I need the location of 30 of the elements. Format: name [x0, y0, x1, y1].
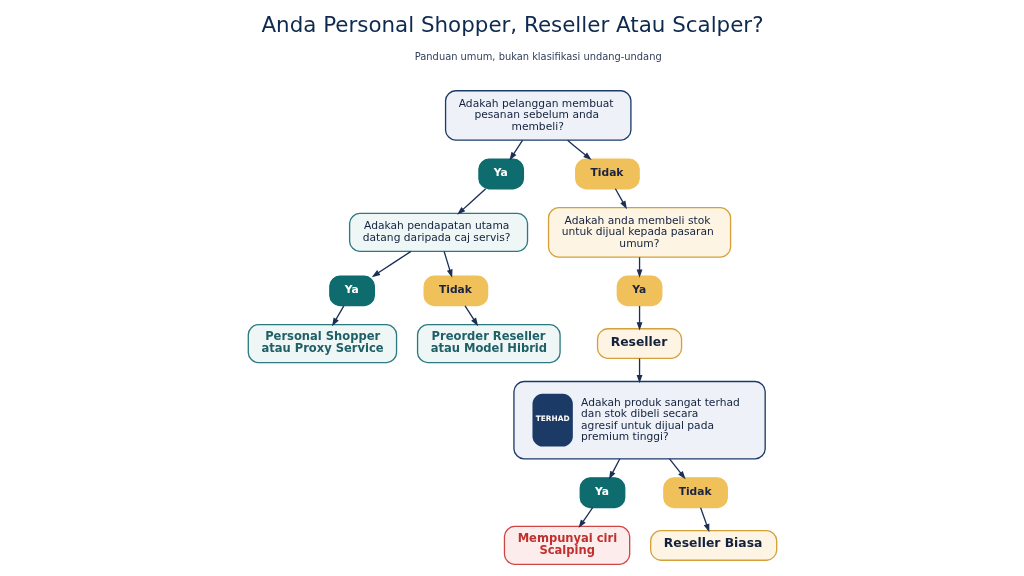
node-box: Adakah anda membeli stok untuk dijual kepada pasaran umum?	[547, 207, 731, 258]
label: Panduan umum, bukan klasifikasi undang-undang	[414, 50, 662, 62]
node-box: Reseller	[596, 328, 682, 360]
arrow	[608, 458, 620, 480]
arrow	[578, 507, 593, 529]
node-box: Tidak	[574, 158, 640, 190]
arrow	[668, 458, 686, 480]
node-box: Ya	[616, 275, 662, 307]
node-box: Tidak	[662, 477, 728, 509]
node-box: Ya	[328, 275, 375, 307]
node-box: Personal Shopper atau Proxy Service	[247, 324, 397, 364]
node-box: Mempunyai ciri Scalping	[503, 525, 630, 565]
arrow	[614, 188, 627, 210]
node-box: Reseller Biasa	[649, 529, 777, 561]
arrow	[508, 139, 523, 161]
arrow	[371, 250, 412, 278]
arrow	[331, 305, 344, 327]
arrow	[566, 139, 592, 161]
diagram-title: Anda Personal Shopper, Reseller Atau Scalper?	[260, 12, 764, 38]
node-box: TERHAD Adakah produk sangat terhad dan stok dibeli secara agresif untuk dijual pada premium tinggi?	[512, 380, 766, 460]
node-box: Tidak	[423, 275, 488, 307]
node-box: Adakah pelanggan membuat pesanan sebelum anda membeli?	[444, 90, 632, 141]
node-box: Ya	[579, 477, 625, 509]
node-box: Adakah pendapatan utama datang daripada caj servis?	[348, 212, 528, 252]
node-box: Ya	[477, 158, 524, 190]
arrow	[442, 250, 453, 278]
node-box: Preorder Reseller atau Model Hibrid	[416, 324, 561, 364]
arrow	[456, 188, 486, 215]
arrow	[463, 305, 478, 327]
arrow	[699, 507, 709, 533]
